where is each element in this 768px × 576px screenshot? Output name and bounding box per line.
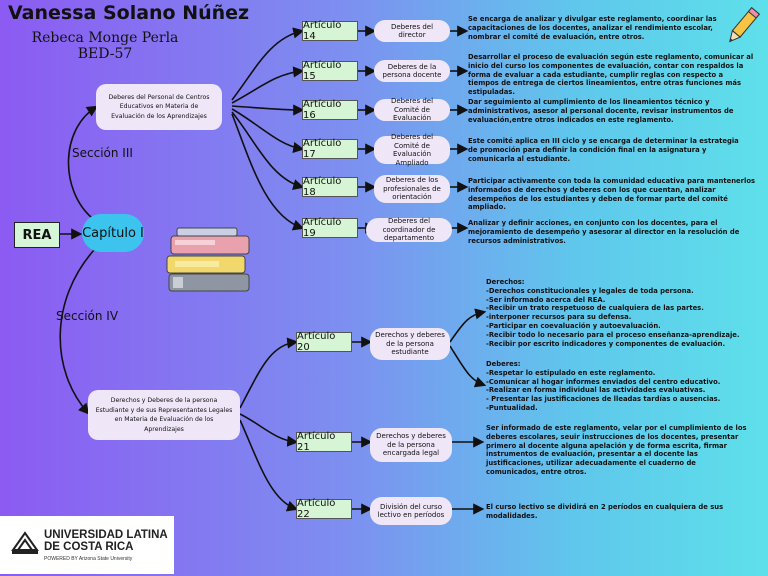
topic-article-14: Deberes del director	[374, 20, 450, 42]
university-logo: UNIVERSIDAD LATINA DE COSTA RICA POWERED…	[0, 516, 174, 574]
article-17: Artículo 17	[302, 138, 358, 160]
article-14: Artículo 14	[302, 20, 358, 42]
desc-article-17: Este comité aplica en III ciclo y se enc…	[468, 137, 739, 163]
list-item: -Respetar lo estipulado en este reglamen…	[486, 368, 656, 377]
list-item: -Participar en coevaluación y autoevalua…	[486, 321, 661, 330]
edge-sec3-art18	[231, 111, 305, 190]
desc-article-21: Ser informado de este reglamento, velar …	[486, 424, 747, 476]
logo-line-1: UNIVERSIDAD LATINA	[44, 529, 168, 541]
section-label-iii: Sección III	[72, 146, 133, 160]
list-item: -Realizar en forma individual las activi…	[486, 386, 706, 395]
list-item: -Ser informado acerca del REA.	[486, 295, 606, 304]
list-item: -Comunicar al hogar informes enviados de…	[486, 377, 721, 386]
topic-article-15: Deberes de la persona docente	[374, 60, 450, 82]
article-20: Artículo 20	[296, 331, 352, 353]
desc-article-16: Dar seguimiento al cumplimiento de los l…	[468, 98, 734, 124]
edge-sec3-art19	[231, 113, 305, 231]
list-item: -Recibir por escrito indicadores y compo…	[486, 339, 726, 348]
article-19: Artículo 19	[302, 217, 358, 239]
edge-sec4-art21	[239, 413, 299, 447]
rights-list: Derechos: -Derechos constitucionales y l…	[486, 278, 746, 348]
list-item: -Derechos constitucionales y legales de …	[486, 286, 694, 295]
topic-article-19: Deberes del coordinador de departamento	[366, 217, 452, 242]
list-item: -Recibir un trato respetuoso de cualquie…	[486, 304, 704, 313]
edge-sec3-art16	[231, 104, 305, 116]
books-illustration	[166, 227, 250, 292]
list-item: -interponer recursos para su defensa.	[486, 313, 632, 322]
section-label-iv: Sección IV	[56, 309, 119, 323]
article-18: Artículo 18	[302, 176, 358, 198]
list-item: - Presentar las justificaciones de llead…	[486, 395, 721, 404]
desc-article-15: Desarrollar el proceso de evaluación seg…	[468, 53, 754, 97]
edge-sec4-art22	[239, 419, 299, 512]
logo-line-2: DE COSTA RICA	[44, 541, 134, 553]
desc-article-14: Se encarga de analizar y divulgar este r…	[468, 15, 717, 41]
university-emblem-icon	[11, 531, 39, 554]
list-item: -Recibir todo lo necesario para el proce…	[486, 330, 740, 339]
logo-tagline: POWERED BY Arizona State University	[44, 556, 133, 562]
topic-article-20: Derechos y deberes de la persona estudia…	[370, 328, 450, 360]
rea-node: REA	[14, 222, 60, 248]
rights-heading: Derechos:	[486, 278, 525, 286]
section-iii-title: Deberes del Personal de Centros Educativ…	[96, 84, 222, 130]
duties-list: Deberes: -Respetar lo estipulado en este…	[486, 360, 746, 413]
topic-article-21: Derechos y deberes de la persona encarga…	[370, 428, 452, 462]
desc-article-19: Analizar y definir acciones, en conjunto…	[468, 219, 740, 245]
author-name: Vanessa Solano Núñez	[8, 2, 250, 24]
pencil-icon	[729, 6, 761, 43]
edge-chapter-sec3	[67, 105, 99, 219]
article-22: Artículo 22	[296, 498, 352, 520]
topic-article-16: Deberes del Comité de Evaluación	[374, 97, 450, 122]
coauthor-group: BED-57	[77, 46, 133, 62]
topic-article-17: Deberes del Comité de Evaluación Ampliad…	[374, 133, 450, 167]
article-21: Artículo 21	[296, 431, 352, 453]
coauthor-block: Rebeca Monge Perla BED-57	[30, 30, 180, 62]
edge-chapter-sec4	[59, 249, 95, 415]
edge-sec3-art15	[231, 66, 305, 104]
topic-article-22: División del curso lectivo en períodos	[370, 497, 452, 525]
list-item: -Puntualidad.	[486, 403, 538, 412]
edge-sec3-art17	[231, 108, 305, 154]
section-iv-title: Derechos y Deberes de la persona Estudia…	[88, 390, 240, 440]
duties-heading: Deberes:	[486, 360, 521, 368]
edge-sec4-art20	[239, 337, 299, 409]
edge-sec3-art14	[231, 27, 305, 101]
article-15: Artículo 15	[302, 60, 358, 82]
article-16: Artículo 16	[302, 99, 358, 121]
desc-article-18: Participar activamente con toda la comun…	[468, 177, 756, 212]
topic-article-18: Deberes de los profesionales de orientac…	[374, 175, 450, 203]
coauthor-name: Rebeca Monge Perla	[31, 30, 179, 46]
chapter-node: Capítulo I	[82, 214, 144, 252]
desc-article-22: El curso lectivo se dividirá en 2 períod…	[486, 503, 724, 520]
